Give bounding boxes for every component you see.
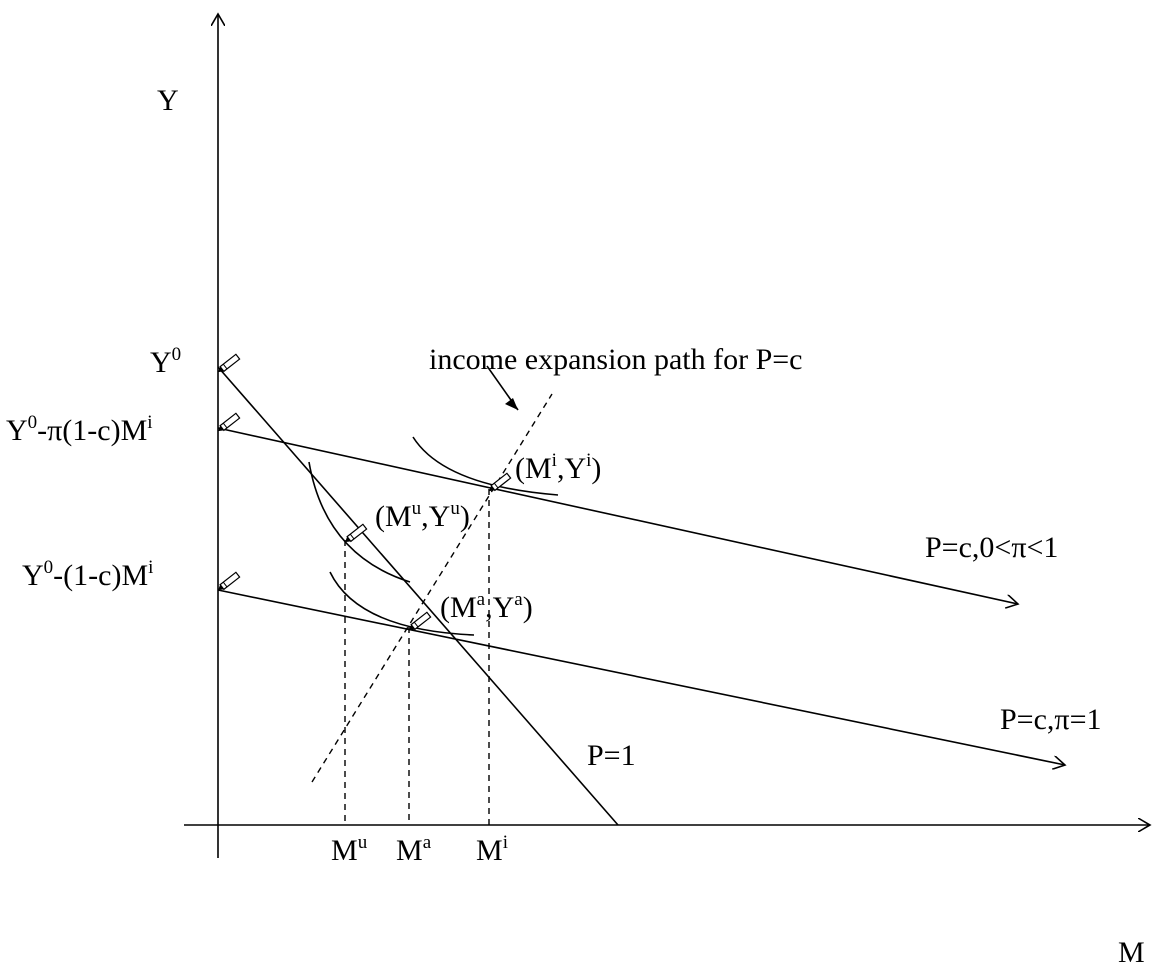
annotation-arrowhead (505, 398, 518, 410)
pencil-icon-mu (345, 523, 368, 543)
y0-label: Y0 (150, 344, 181, 379)
budget-line-pc-pi (217, 427, 1018, 604)
indifference-curve-u (308, 461, 411, 583)
x-tick-mu: Mu (331, 832, 368, 867)
budget-line-p1 (217, 366, 619, 826)
y-axis-label: Y (157, 84, 179, 117)
budget-line-pc-pi1 (217, 589, 1065, 765)
pencil-icon-ypi (218, 412, 241, 432)
y0-c-label: Y0-(1-c)Mi (22, 557, 153, 592)
point-label-mu: (Mu,Yu) (375, 498, 470, 533)
pencil-icon-y0 (218, 353, 241, 373)
x-tick-ma: Ma (396, 832, 432, 867)
point-label-mi: (Mi,Yi) (515, 450, 601, 485)
label-pc-pi1: P=c,π=1 (1000, 703, 1101, 736)
x-tick-mi: Mi (476, 832, 508, 867)
pencil-icon-mi (489, 472, 512, 492)
label-p1: P=1 (587, 739, 636, 772)
y0-pi-label: Y0-π(1-c)Mi (6, 412, 153, 447)
point-label-ma: (Ma,Ya) (440, 589, 533, 624)
x-axis-label: M (1118, 936, 1145, 969)
indifference-curve-i (412, 436, 559, 496)
indifference-curve-a (329, 571, 475, 636)
pencil-icon-yc (218, 571, 241, 591)
pencil-icon-ma (409, 611, 432, 631)
label-pc-pi: P=c,0<π<1 (925, 531, 1058, 564)
label-expansion-path: income expansion path for P=c (429, 343, 803, 376)
